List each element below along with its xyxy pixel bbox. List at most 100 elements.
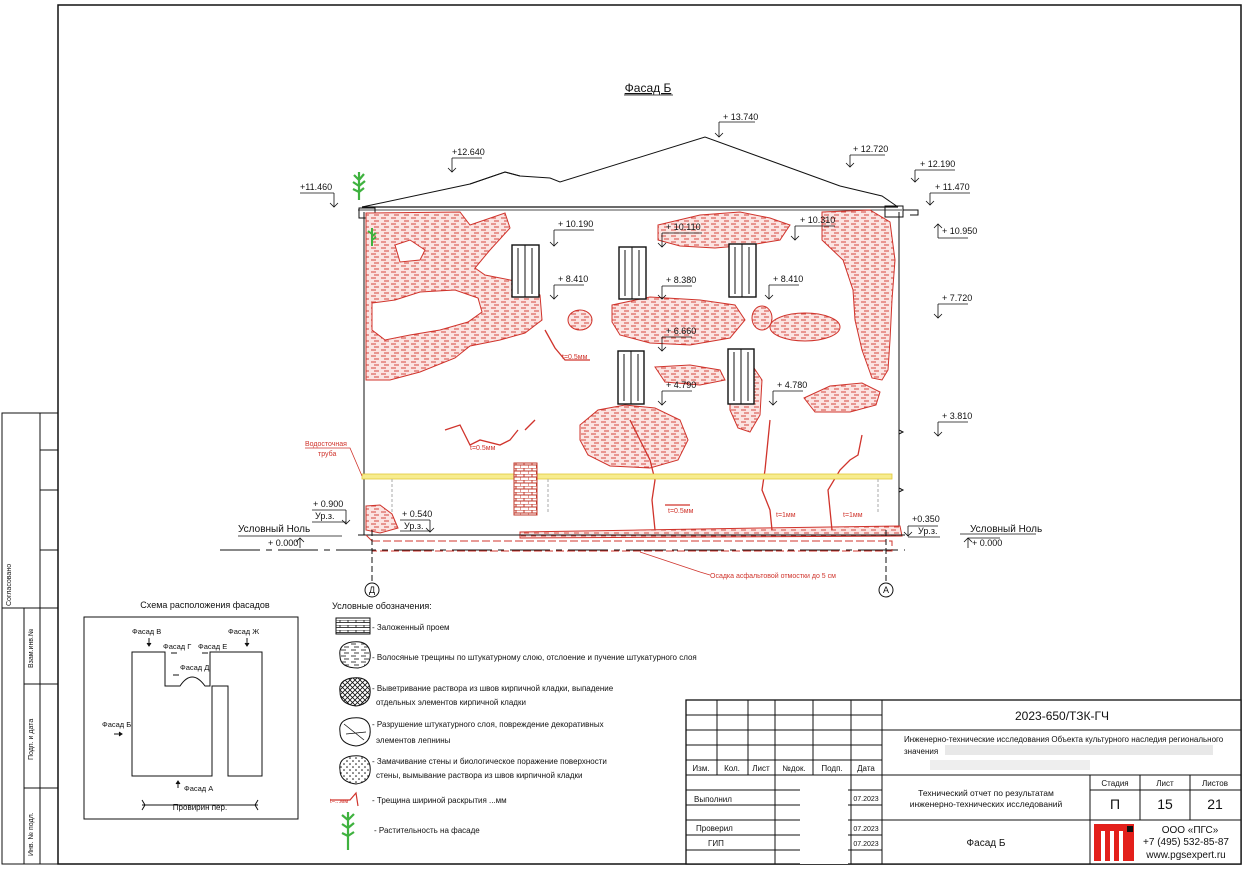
- drainpipe-label-2: труба: [318, 450, 336, 458]
- stamp-sheet-name: Фасад Б: [967, 838, 1006, 849]
- stamp-gip: ГИП: [708, 839, 724, 848]
- scheme-title: Схема расположения фасадов: [140, 600, 270, 610]
- stamp-list: Лист: [752, 764, 770, 773]
- crack-width-4: t=1мм: [776, 512, 796, 519]
- stamp-ndok: №док.: [782, 764, 805, 773]
- stamp-vypolnil: Выполнил: [694, 795, 732, 804]
- stamp-code: 2023-650/ТЗК-ГЧ: [1015, 709, 1109, 723]
- stamp-stadiya: Стадия: [1101, 779, 1128, 788]
- facade-scheme: Схема расположения фасадов Фасад В Фасад…: [83, 600, 299, 820]
- uslovny-nol-right: Условный Ноль: [970, 524, 1042, 535]
- otmostka-note: Осадка асфальтовой отмостки до 5 см: [710, 572, 836, 580]
- stamp-date-3: 07.2023: [853, 841, 878, 848]
- legend: Условные обозначения: t=...мм - Заложенн…: [330, 601, 697, 850]
- elev-0900: + 0.900: [313, 499, 343, 509]
- uslovny-nol-left: Условный Ноль: [238, 524, 310, 535]
- elev-8380: + 8.380: [666, 275, 696, 285]
- legend-item-3a: - Выветривание раствора из швов кирпично…: [372, 684, 614, 693]
- stamp-web: www.pgsexpert.ru: [1145, 850, 1225, 861]
- elev-11460: +11.460: [300, 182, 332, 192]
- stamp-izm: Изм.: [692, 764, 709, 773]
- axis-d-label: Д: [369, 585, 375, 595]
- stamp-project-1: Инженерно-технические исследования Объек…: [904, 735, 1224, 744]
- elev-8410a: + 8.410: [558, 274, 588, 284]
- stamp-project-2: значения: [904, 747, 938, 756]
- crack-width-3: t=0.5мм: [668, 508, 694, 515]
- scheme-fasad-e: Фасад Е: [198, 642, 227, 651]
- elev-0540: + 0.540: [402, 509, 432, 519]
- scheme-street: Провирин пер.: [173, 803, 227, 812]
- elev-4780: + 4.780: [777, 380, 807, 390]
- side-soglasovano: Согласовано: [6, 564, 13, 606]
- elev-10950: + 10.950: [942, 226, 977, 236]
- elev-12720: + 12.720: [853, 144, 888, 154]
- urz-label-2: Ур.з.: [404, 521, 423, 531]
- damage-annotations: Водосточная труба t=0.5мм t=0.5мм t=0.5м…: [305, 354, 863, 580]
- elev-10190: + 10.190: [558, 219, 593, 229]
- elev-6660: + 6.660: [666, 326, 696, 336]
- elev-0350: +0.350: [912, 514, 940, 524]
- elev-13740: + 13.740: [723, 112, 758, 122]
- legend-item-6: - Трещина шириной раскрытия ...мм: [372, 796, 507, 805]
- scheme-fasad-b: Фасад Б: [102, 720, 131, 729]
- urz-label-3: Ур.з.: [918, 526, 937, 536]
- elev-11470: + 11.470: [935, 182, 970, 192]
- stamp-kol: Кол.: [724, 764, 740, 773]
- elev-12640: +12.640: [452, 147, 485, 157]
- elev-0000-left: + 0.000: [268, 538, 298, 548]
- drainpipe-label-1: Водосточная: [305, 441, 347, 448]
- elev-3810: + 3.810: [942, 411, 972, 421]
- stamp-proveril: Проверил: [696, 824, 733, 833]
- legend-item-5a: - Замачивание стены и биологическое пора…: [372, 757, 607, 766]
- stamp-listov: Листов: [1202, 779, 1228, 788]
- legend-item-5b: стены, вымывание раствора из швов кирпич…: [376, 771, 583, 780]
- scheme-fasad-d: Фасад Д: [180, 663, 209, 672]
- urz-label-1: Ур.з.: [315, 511, 334, 521]
- elev-12190: + 12.190: [920, 159, 955, 169]
- stamp-date-1: 07.2023: [853, 796, 878, 803]
- axis-a-label: А: [883, 585, 889, 595]
- side-vzam-inv: Взам.инв.№: [28, 629, 35, 668]
- legend-item-4b: элементов лепнины: [376, 736, 451, 745]
- legend-item-3b: отдельных элементов кирпичной кладки: [376, 698, 526, 707]
- legend-item-1: - Заложенный проем: [372, 623, 450, 632]
- stamp-doc-1: Технический отчет по результатам: [918, 788, 1054, 798]
- side-inv-podl: Инв. № подл.: [28, 812, 35, 856]
- vegetation-icon: [352, 172, 377, 246]
- crack-width-2: t=0.5мм: [470, 445, 496, 452]
- elev-0000-right: + 0.000: [972, 538, 1002, 548]
- stamp-date-2: 07.2023: [853, 826, 878, 833]
- crack-width-5: t=1мм: [843, 512, 863, 519]
- legend-item-2: - Волосяные трещины по штукатурному слою…: [372, 653, 697, 662]
- stamp-data: Дата: [857, 764, 875, 773]
- elevation-markers: + 13.740 +12.640 + 12.720 + 12.190 +11.4…: [238, 112, 1042, 548]
- facade-elevation: Д А: [220, 136, 919, 598]
- stamp-stadiya-value: П: [1110, 796, 1120, 812]
- legend-title: Условные обозначения:: [332, 601, 432, 611]
- title-block: 2023-650/ТЗК-ГЧ Инженерно-технические ис…: [685, 699, 1242, 865]
- scheme-fasad-g: Фасад Г: [163, 642, 191, 651]
- drawing-title: Фасад Б: [625, 81, 672, 95]
- stamp-phone: +7 (495) 532-85-87: [1143, 837, 1229, 848]
- elev-8410b: + 8.410: [773, 274, 803, 284]
- scheme-fasad-zh: Фасад Ж: [228, 627, 259, 636]
- scheme-fasad-a: Фасад А: [184, 784, 213, 793]
- elev-7720: + 7.720: [942, 293, 972, 303]
- legend-item-7: - Растительность на фасаде: [374, 826, 480, 835]
- side-strip: Согласовано Взам.инв.№ Подп. и дата Инв.…: [1, 412, 59, 865]
- stamp-podp: Подп.: [821, 764, 842, 773]
- legend-vegetation-icon: [341, 812, 355, 850]
- stamp-list-value: 15: [1157, 796, 1173, 812]
- legend-item-4a: - Разрушение штукатурного слоя, поврежде…: [372, 720, 604, 729]
- stamp-doc-2: инженерно-технических исследований: [910, 799, 1063, 809]
- elev-10110: + 10.110: [666, 222, 701, 232]
- side-podp-data: Подп. и дата: [28, 719, 35, 760]
- elev-10310: + 10.310: [800, 215, 835, 225]
- company-logo: [1094, 824, 1134, 861]
- crack-width-1: t=0.5мм: [562, 354, 588, 361]
- stamp-list-header: Лист: [1156, 779, 1174, 788]
- legend-crack-symbol: t=...мм: [330, 799, 348, 805]
- stamp-listov-value: 21: [1207, 796, 1223, 812]
- stamp-org: ООО «ПГС»: [1162, 825, 1219, 836]
